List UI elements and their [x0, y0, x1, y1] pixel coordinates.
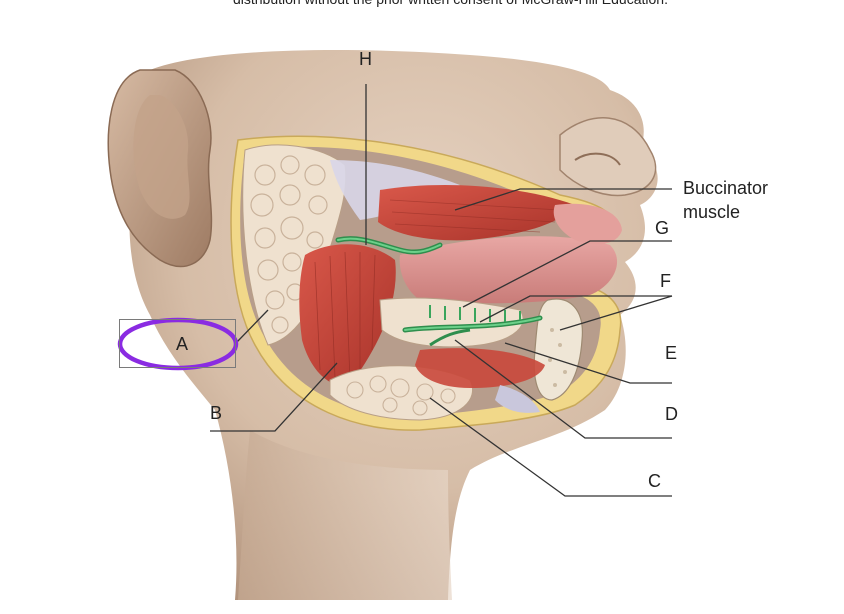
tongue [399, 236, 618, 304]
leader-F-2 [559, 295, 673, 331]
leader-E [504, 342, 672, 384]
label-C: C [648, 471, 661, 491]
lip-upper [553, 203, 622, 245]
digastric-muscle [415, 348, 545, 388]
leader-buccinator [454, 188, 672, 211]
submandibular-lobules [346, 375, 456, 416]
ear-inner [133, 95, 190, 219]
copyright-notice: distribution without the prior written c… [233, 0, 793, 9]
label-A: A [176, 334, 189, 354]
leader-B [210, 362, 338, 432]
leader-lines [210, 84, 673, 497]
leader-A [235, 309, 269, 344]
leader-D [454, 339, 672, 439]
fascia-lower [495, 385, 540, 413]
label-G: G [655, 218, 670, 238]
mandible-section [533, 298, 583, 401]
neck-shading [238, 430, 452, 600]
nose [559, 117, 657, 197]
leader-G [462, 240, 672, 308]
answer-box-A[interactable] [119, 319, 236, 368]
label-B: B [210, 403, 223, 423]
leader-C [429, 397, 672, 497]
masseter-fibers [314, 251, 376, 381]
nostril [574, 152, 621, 166]
label-H: H [359, 49, 372, 69]
label-E: E [665, 343, 678, 363]
submandibular-duct-branch [429, 328, 471, 347]
label-D: D [665, 404, 678, 424]
bone-texture [548, 328, 567, 387]
buccinator-fibers [389, 199, 561, 233]
leader-F-1 [479, 295, 672, 323]
buccinator-muscle [378, 185, 575, 241]
highlight-ellipse [117, 317, 239, 371]
sublingual-gland [379, 297, 524, 348]
label-buccinator-line2: muscle [683, 202, 741, 222]
label-buccinator-line1: Buccinator [683, 178, 769, 198]
label-F: F [660, 271, 671, 291]
parotid-lobules [250, 155, 328, 334]
sublingual-ducts [429, 305, 521, 322]
